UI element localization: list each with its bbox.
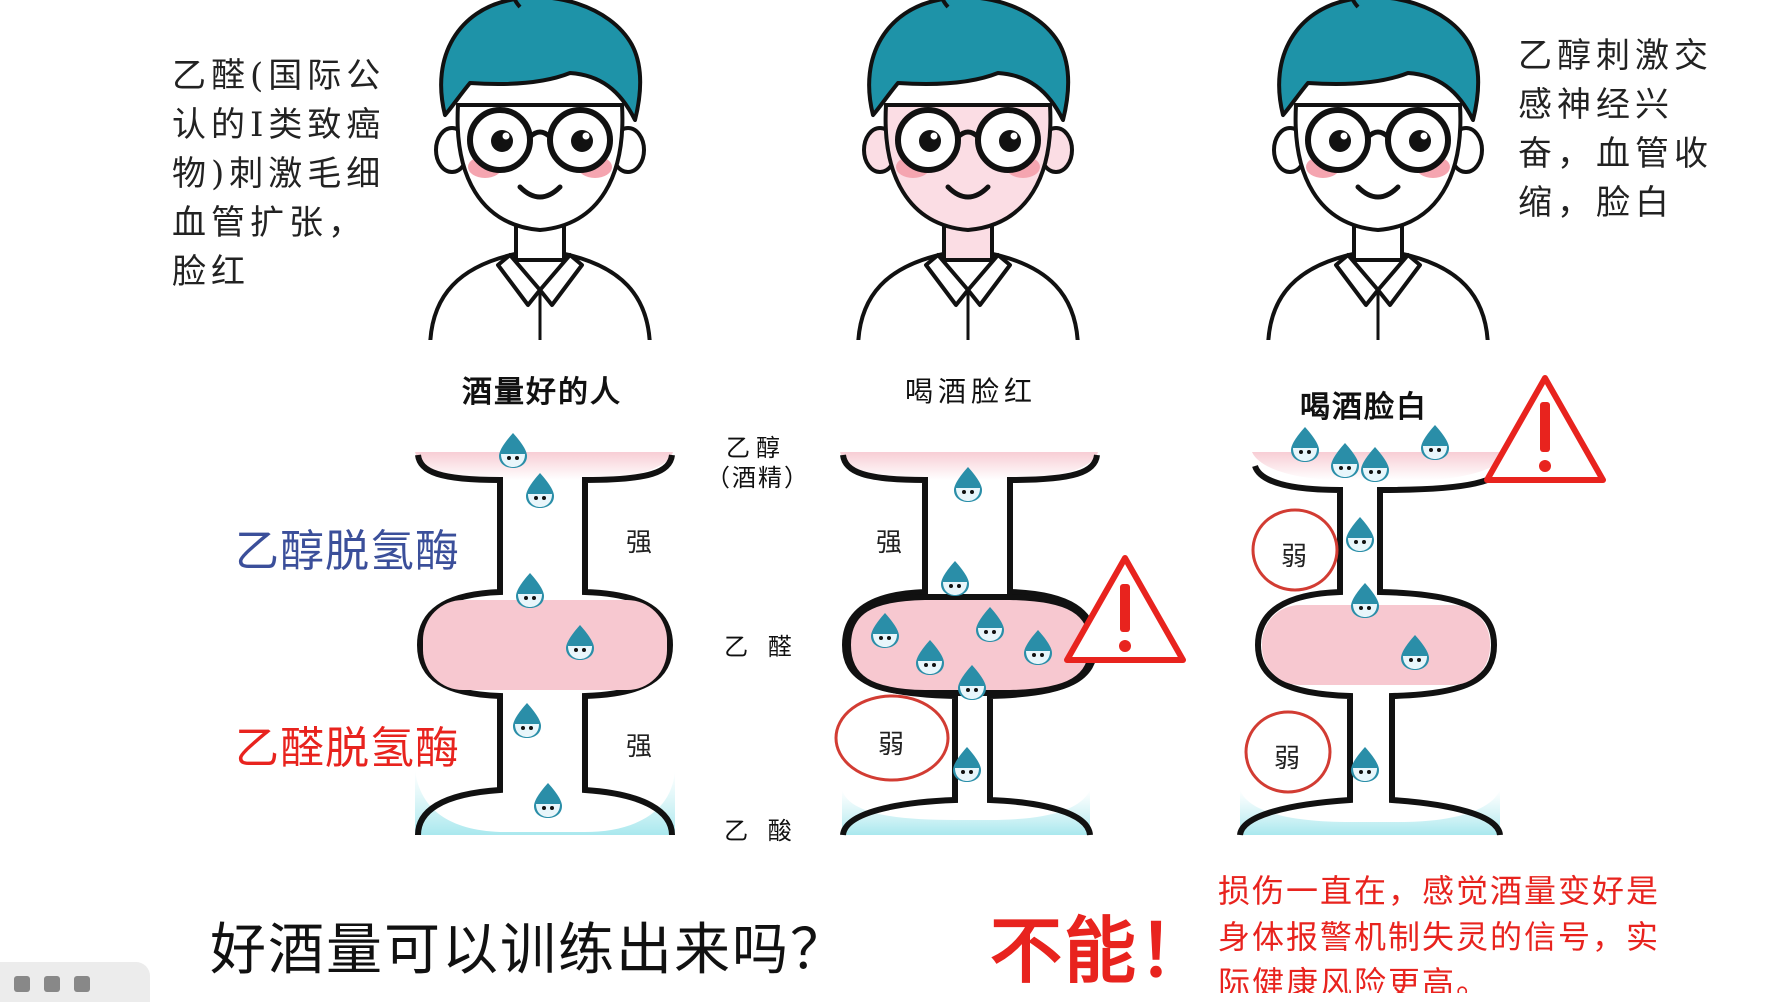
strength-aldh-good: 强 (626, 732, 653, 762)
enzyme-adh-label: 乙醇脱氢酶 (235, 526, 460, 577)
vessel-pale-face (1237, 452, 1513, 836)
strength-adh-good: 强 (626, 528, 653, 558)
strength-aldh-pale-face: 弱 (1274, 744, 1301, 774)
toolbar-icon[interactable] (14, 976, 30, 992)
question: 好酒量可以训练出来吗？ (210, 918, 848, 983)
answer: 不能！ (990, 909, 1213, 993)
weak-circle-aldh-pale-face (1244, 710, 1332, 794)
enzyme-aldh-label: 乙醛脱氢酶 (235, 723, 460, 774)
strength-adh-red-face: 强 (876, 528, 903, 558)
column-title-red-face: 喝酒脸红 (905, 375, 1038, 408)
note-acetaldehyde: 乙醛(国际公认的I类致癌物)刺激毛细血管扩张，脸红 (172, 56, 386, 292)
column-title-good-tolerance: 酒量好的人 (462, 375, 622, 410)
stage-ethanol-label: 乙醇 (726, 434, 786, 462)
stage-ethanol: 乙醇 （酒精） (706, 433, 810, 493)
toolbar-icon[interactable] (74, 976, 90, 992)
warning-note: 损伤一直在，感觉酒量变好是身体报警机制失灵的信号，实际健康风险更高。 (1218, 872, 1661, 993)
weak-circle-adh-pale-face (1251, 508, 1339, 592)
note-ethanol: 乙醇刺激交感神经兴奋，血管收缩，脸白 (1518, 36, 1713, 223)
vessel-good-tolerance (415, 452, 675, 836)
stage-ethanol-alias: （酒精） (706, 464, 810, 492)
vessel-red-face (840, 452, 1100, 836)
stage-acetaldehyde: 乙 醛 (724, 633, 798, 661)
column-title-pale-face: 喝酒脸白 (1300, 390, 1428, 425)
stage-acetic-acid: 乙 酸 (724, 817, 798, 845)
strength-aldh-red-face: 弱 (878, 730, 905, 760)
warning-icon (1064, 555, 1186, 663)
toolbar-icon[interactable] (44, 976, 60, 992)
strength-adh-pale-face: 弱 (1281, 542, 1308, 572)
warning-icon (1484, 375, 1606, 483)
player-toolbar (0, 962, 150, 1002)
weak-circle-aldh-red-face (834, 694, 950, 782)
